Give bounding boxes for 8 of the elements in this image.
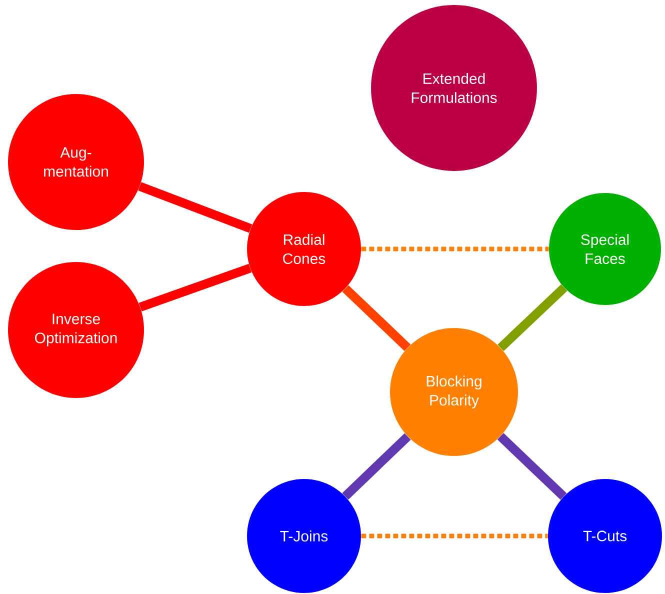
branch-connector [342,285,411,351]
branch-connector [497,433,567,500]
branch-connector [138,182,252,233]
dotted-connector [361,534,548,538]
branch-connector [342,433,411,500]
branch-connector [138,264,252,312]
dotted-connector [361,246,549,252]
branch-connector [498,284,568,352]
